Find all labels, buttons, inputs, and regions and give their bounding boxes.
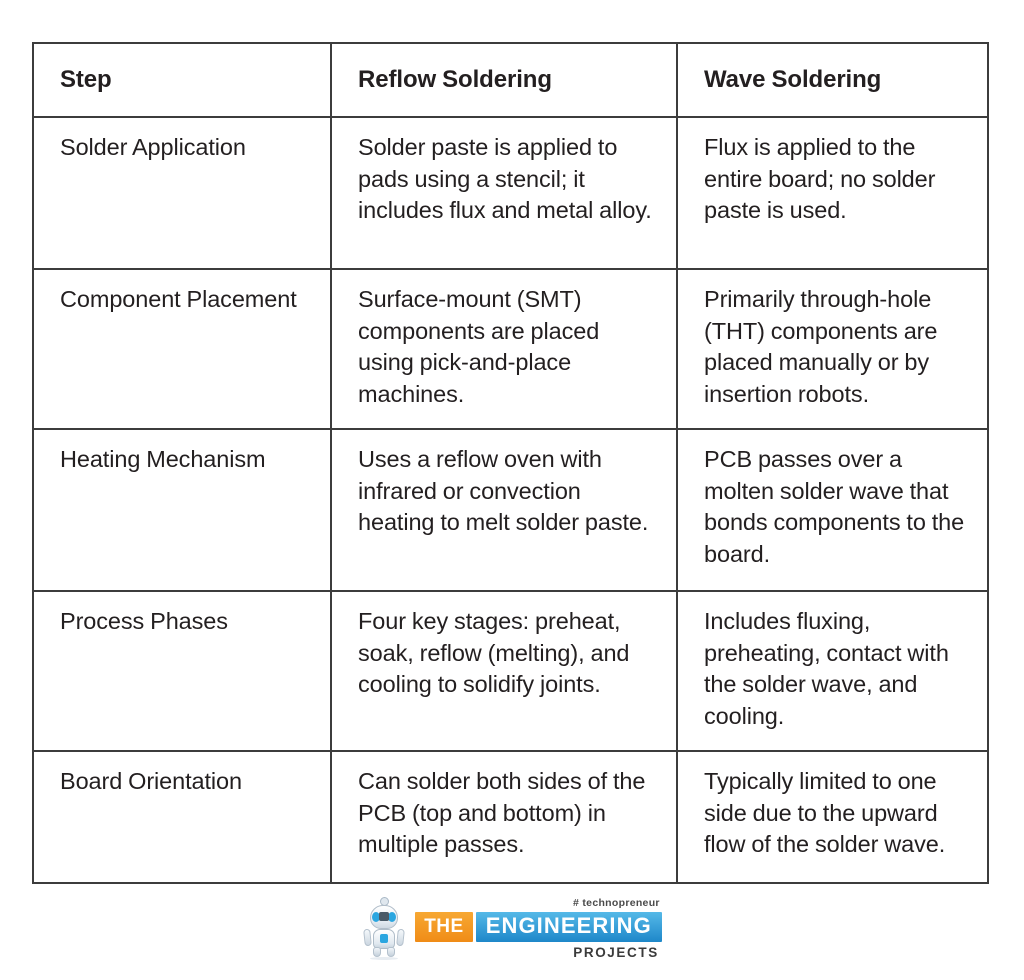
table-header-row: Step Reflow Soldering Wave Soldering bbox=[32, 41, 989, 119]
logo-wordmark: # technopreneur THE ENGINEERING PROJECTS bbox=[415, 898, 662, 959]
site-logo: # technopreneur THE ENGINEERING PROJECTS bbox=[362, 897, 662, 960]
table-row: Board Orientation Can solder both sides … bbox=[32, 750, 989, 885]
comparison-table-wrapper: Step Reflow Soldering Wave Soldering Sol… bbox=[32, 41, 989, 885]
logo-word-projects: PROJECTS bbox=[573, 944, 659, 960]
logo-word-engineering: ENGINEERING bbox=[475, 911, 662, 942]
cell-step: Board Orientation bbox=[32, 750, 332, 885]
column-header-wave-soldering: Wave Soldering bbox=[676, 41, 989, 119]
table-row: Heating Mechanism Uses a reflow oven wit… bbox=[32, 428, 989, 593]
robot-eye-left bbox=[372, 912, 381, 922]
robot-visor bbox=[379, 912, 390, 921]
table-body: Solder Application Solder paste is appli… bbox=[32, 116, 989, 885]
table-row: Process Phases Four key stages: preheat,… bbox=[32, 590, 989, 753]
robot-arm-left bbox=[363, 928, 373, 947]
robot-mascot-icon bbox=[362, 897, 406, 960]
cell-step: Solder Application bbox=[32, 116, 332, 271]
column-header-reflow-soldering: Reflow Soldering bbox=[330, 41, 678, 119]
robot-chest-light bbox=[380, 934, 389, 943]
table-header: Step Reflow Soldering Wave Soldering bbox=[32, 41, 989, 119]
robot-leg-right bbox=[387, 947, 396, 957]
table-row: Solder Application Solder paste is appli… bbox=[32, 116, 989, 271]
robot-arm-right bbox=[396, 928, 406, 947]
footer: # technopreneur THE ENGINEERING PROJECTS bbox=[0, 893, 1024, 963]
cell-reflow: Surface-mount (SMT) components are place… bbox=[330, 268, 678, 431]
cell-wave: PCB passes over a molten solder wave tha… bbox=[676, 428, 989, 593]
logo-tagline: # technopreneur bbox=[573, 897, 660, 909]
cell-reflow: Can solder both sides of the PCB (top an… bbox=[330, 750, 678, 885]
cell-wave: Includes fluxing, preheating, contact wi… bbox=[676, 590, 989, 753]
cell-reflow: Four key stages: preheat, soak, reflow (… bbox=[330, 590, 678, 753]
cell-reflow: Uses a reflow oven with infrared or conv… bbox=[330, 428, 678, 593]
cell-step: Heating Mechanism bbox=[32, 428, 332, 593]
cell-step: Process Phases bbox=[32, 590, 332, 753]
cell-wave: Typically limited to one side due to the… bbox=[676, 750, 989, 885]
cell-reflow: Solder paste is applied to pads using a … bbox=[330, 116, 678, 271]
robot-eye-right bbox=[388, 912, 397, 922]
logo-word-the: THE bbox=[415, 911, 473, 942]
cell-wave: Flux is applied to the entire board; no … bbox=[676, 116, 989, 271]
logo-bars: THE ENGINEERING bbox=[415, 911, 662, 942]
cell-step: Component Placement bbox=[32, 268, 332, 431]
robot-leg-left bbox=[373, 947, 382, 957]
column-header-step: Step bbox=[32, 41, 332, 119]
table-row: Component Placement Surface-mount (SMT) … bbox=[32, 268, 989, 431]
cell-wave: Primarily through-hole (THT) components … bbox=[676, 268, 989, 431]
robot-shadow bbox=[370, 957, 399, 960]
comparison-table: Step Reflow Soldering Wave Soldering Sol… bbox=[32, 41, 989, 885]
